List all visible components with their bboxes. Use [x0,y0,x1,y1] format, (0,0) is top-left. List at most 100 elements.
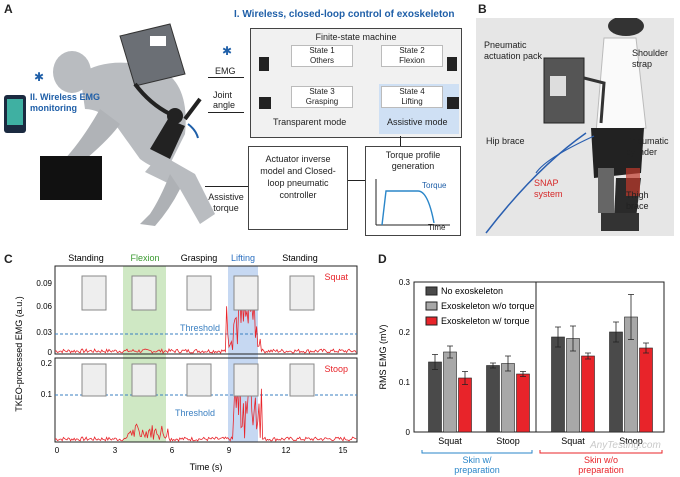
category-label-3: Stoop [619,436,643,446]
phase-label-standing-2: Standing [282,253,318,263]
group-label-1b: preparation [578,465,624,475]
ytick-top-2: 0.06 [36,302,52,311]
photo-illustration [485,16,647,234]
phase-label-flexion: Flexion [130,253,159,263]
panel-a-label: A [4,2,13,16]
assistive-mode-label: Assistive mode [387,117,448,127]
stoop-label: Stoop [324,364,348,374]
x-axis-label: Time (s) [190,462,223,472]
stoop-plot-frame [54,357,358,443]
phase-label-grasping: Grasping [181,253,218,263]
bar-plot-frame [413,281,665,433]
time-label: Time [428,223,446,232]
bluetooth-icon-2: ✱ [222,44,233,58]
bars-group [428,294,653,433]
photo-exoskeleton: Pneumatic actuation pack Shoulder strap … [476,16,674,236]
pose-icon-3 [259,97,271,109]
error-bar-1-0 [447,345,453,359]
group-bracket-1 [539,450,663,454]
bar-0-1 [486,365,500,433]
xtick-9: 9 [227,446,232,455]
stoop-emg-signal [54,369,357,442]
fsm-title: Finite-state machine [315,32,397,42]
pose-icon-2 [447,57,457,71]
group-label-0a: Skin w/ [462,455,492,465]
panel-b-label: B [478,2,487,16]
legend-swatch-0 [425,286,438,296]
exoskeleton-user-illustration [53,23,215,226]
joint-angle-label: Joint angle [213,90,236,110]
rms-emg-bar-chart: No exoskeleton Exoskeleton w/o torque Ex… [378,278,665,475]
lifting-box [40,156,102,200]
d-ytick-0: 0 [406,428,411,437]
ytick-bottom-0: 0.1 [41,390,53,399]
emg-label: EMG [215,66,236,76]
strap-label: Shoulder strap [632,48,669,69]
legend-label-2: Exoskeleton w/ torque [441,316,530,326]
legend-swatch-2 [425,316,438,326]
wireless-monitoring-label: II. Wireless EMG monitoring [30,92,100,113]
snap-label: SNAP system [534,178,563,199]
group-bracket-0 [421,450,533,454]
legend-label-1: Exoskeleton w/o torque [441,301,535,311]
squat-emg-signal [54,294,357,354]
pose-icon-4 [447,97,459,109]
error-bar-2-2 [585,352,591,360]
error-bar-2-1 [520,371,526,377]
error-bar-1-1 [505,355,511,372]
xtick-3: 3 [113,446,118,455]
category-label-0: Squat [438,436,462,446]
torque-box: Torque profile generation Torque Time [365,146,461,236]
error-bar-0-0 [432,354,438,370]
category-label-2: Squat [561,436,585,446]
phase-label-standing-1: Standing [68,253,104,263]
emg-arrow [208,77,244,78]
actuator-box-text: Actuator inverse model and Closed-loop p… [260,154,336,200]
legend-label-0: No exoskeleton [441,286,503,296]
bar-1-1 [501,363,515,433]
bar-0-0 [428,361,442,433]
thigh-brace-label: Thigh brace [626,190,649,211]
pose-icon-1 [259,57,269,71]
squat-label: Squat [324,272,348,282]
watermark: AnyTesting.com [590,440,661,451]
torque-profile-plot [375,179,450,226]
d-ytick-1: 0.1 [399,378,411,387]
xtick-6: 6 [170,446,175,455]
fsm-to-torque-arrow [400,136,401,146]
d-ytick-3: 0.3 [399,278,411,287]
transparent-mode-label: Transparent mode [273,117,347,127]
bar-2-1 [516,373,530,433]
phone-icon [4,95,26,133]
bar-1-0 [443,351,457,433]
error-bar-2-0 [462,371,468,385]
panel-c-label: C [4,252,13,266]
group-label-1a: Skin w/o [584,455,618,465]
xtick-15: 15 [339,446,348,455]
xtick-12: 12 [282,446,291,455]
y-axis-label: TKEO-processed EMG (a.u.) [14,296,24,412]
d-y-axis-label: RMS EMG (mV) [378,325,388,390]
torque-to-actuator-arrow [346,180,365,181]
bluetooth-icon: ✱ [34,70,45,84]
assistive-torque-label: Assistive torque [208,192,244,213]
error-bar-0-2 [555,326,561,348]
emg-time-series-chart: Standing Flexion Grasping Lifting Standi… [14,253,358,472]
xtick-0: 0 [55,446,60,455]
joint-angle-arrow [208,112,244,113]
legend-swatch-1 [425,301,438,311]
ytick-bottom-1: 0.2 [41,359,53,368]
ytick-top-0: 0 [48,348,53,357]
bar-0-3 [609,331,623,433]
threshold-label-stoop: Threshold [175,408,215,418]
error-bar-0-1 [490,362,496,369]
panel-d-label: D [378,252,387,266]
torque-box-title: Torque profile generation [385,150,441,171]
squat-plot-frame [54,265,358,355]
cylinder-label: Pneumatic cylinder [626,136,669,157]
panel-a-title: I. Wireless, closed-loop control of exos… [234,9,455,20]
bar-2-3 [639,347,653,433]
